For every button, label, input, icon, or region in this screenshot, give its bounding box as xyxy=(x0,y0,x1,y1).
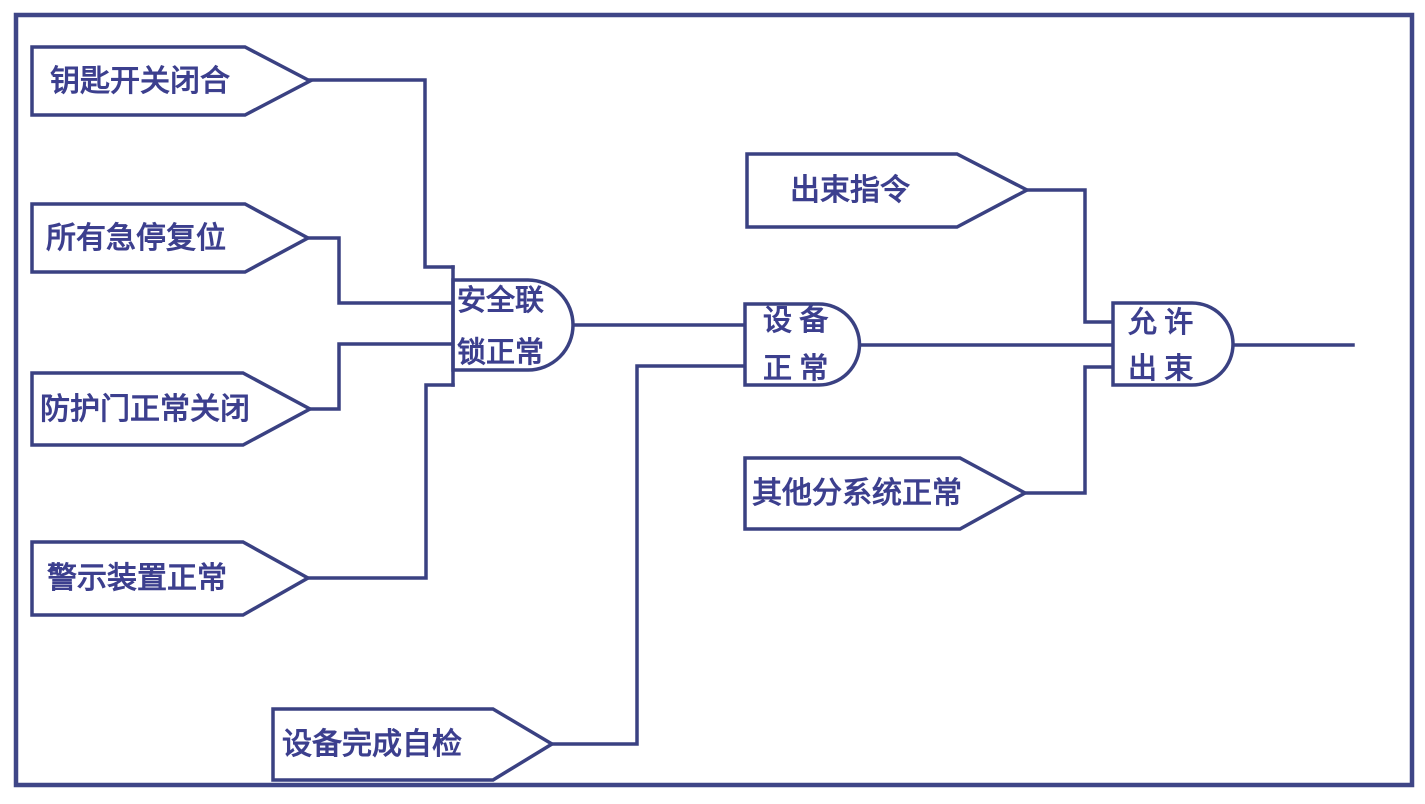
input-flag-other-subsystems-normal xyxy=(743,456,1029,531)
input-label-self-check-complete: 设备完成自检 xyxy=(282,727,462,761)
and-gates: 安全联 锁正常 设 备 正 常 允 许 出 束 xyxy=(451,265,1235,387)
input-flag-protective-door-closed xyxy=(30,371,314,447)
gate-label-equipment-normal-line1: 设 备 xyxy=(763,304,829,337)
input-flag-self-check-complete xyxy=(271,707,556,782)
input-flag-key-switch-closed xyxy=(30,45,314,117)
wire-estop-to-gate1 xyxy=(306,236,455,305)
input-flags: 钥匙开关闭合 所有急停复位 防护门正常关闭 警示装置正常 设备完成自检 出束指令… xyxy=(30,45,1031,782)
and-gate-equipment-normal xyxy=(743,302,862,387)
input-label-warning-device-normal: 警示装置正常 xyxy=(47,561,227,595)
wire-subsystems-to-gate3 xyxy=(1023,365,1115,495)
wires xyxy=(306,78,1355,746)
wire-door-to-gate1 xyxy=(308,342,455,411)
gate-label-safety-interlock-line2: 锁正常 xyxy=(457,336,544,369)
gate-label-safety-interlock-line1: 安全联 xyxy=(457,283,544,317)
input-label-emergency-stops-reset: 所有急停复位 xyxy=(46,221,226,255)
wire-beam-command-to-gate3 xyxy=(1025,188,1115,324)
input-label-beam-command: 出束指令 xyxy=(790,173,911,207)
and-gate-safety-interlock xyxy=(451,278,575,372)
input-label-key-switch-closed: 钥匙开关闭合 xyxy=(50,64,230,98)
input-label-other-subsystems-normal: 其他分系统正常 xyxy=(752,476,962,510)
gate-label-beam-permit-line1: 允 许 xyxy=(1127,305,1193,339)
wire-key-switch-to-gate1 xyxy=(308,78,455,269)
input-flag-beam-command xyxy=(745,152,1031,229)
and-gate-beam-permit xyxy=(1111,301,1235,387)
input-flag-warning-device-normal xyxy=(30,540,312,617)
diagram-border xyxy=(13,12,1415,788)
wire-selfcheck-to-gate2 xyxy=(550,364,747,746)
gate-label-equipment-normal-line2: 正 常 xyxy=(763,352,828,385)
gate-label-beam-permit-line2: 出 束 xyxy=(1128,352,1193,385)
wire-warning-to-gate1 xyxy=(306,383,455,580)
input-flag-emergency-stops-reset xyxy=(30,202,312,274)
input-label-protective-door-closed: 防护门正常关闭 xyxy=(40,393,250,426)
